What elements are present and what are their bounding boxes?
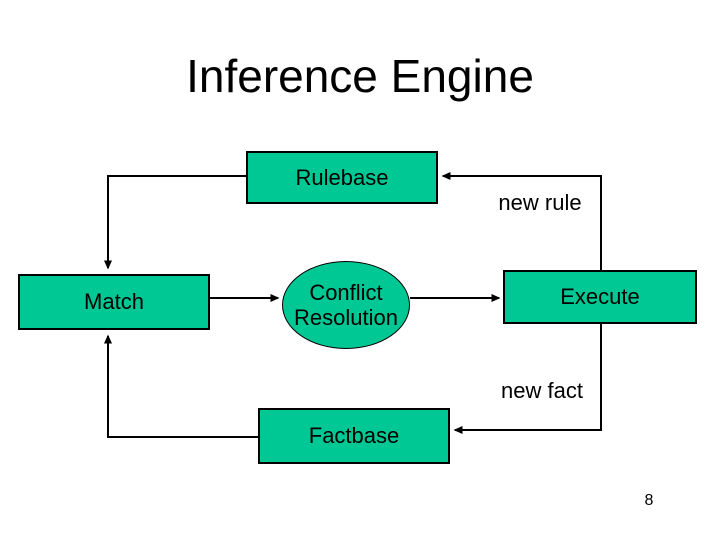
arrow-execute-to-factbase [453, 324, 602, 434]
node-conflict-resolution: Conflict Resolution [282, 261, 410, 349]
node-execute: Execute [503, 270, 697, 324]
edge-label-new-rule: new rule [498, 190, 582, 215]
node-factbase: Factbase [258, 408, 450, 464]
edge-label-new-fact: new fact [501, 378, 583, 403]
slide-title: Inference Engine [186, 50, 534, 102]
arrow-rulebase-to-match [104, 175, 246, 270]
node-match: Match [18, 274, 210, 330]
slide-page-number: 8 [644, 492, 654, 509]
node-rulebase: Rulebase [246, 151, 438, 204]
arrow-factbase-to-match [104, 334, 258, 438]
